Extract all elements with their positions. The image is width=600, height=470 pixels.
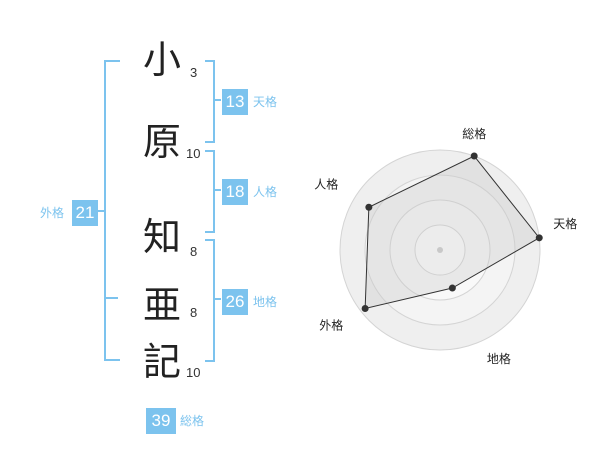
name-char-1: 小	[142, 38, 181, 82]
radar-axis-label-2: 天格	[553, 216, 577, 231]
gaikaku-value-badge: 21	[72, 200, 98, 226]
jinkaku-bracket-tick	[213, 189, 221, 191]
tenkaku-bracket-tick	[213, 99, 221, 101]
radar-point-3	[448, 284, 456, 292]
radar-polygon	[364, 155, 541, 310]
radar-axis-label-5: 人格	[314, 176, 338, 191]
radar-axis-label-1: 総格	[462, 126, 486, 141]
name-char-3: 知	[142, 215, 181, 259]
radar-center	[437, 247, 443, 253]
stroke-count-1: 3	[190, 65, 198, 80]
name-char-5: 記	[142, 340, 181, 384]
radar-point-5	[365, 203, 373, 211]
radar-axis-label-3: 地格	[487, 351, 511, 366]
stroke-count-2: 10	[186, 146, 201, 161]
chikaku-value-badge: 26	[222, 289, 248, 315]
chikaku-bracket-tick	[213, 298, 221, 300]
name-char-4: 亜	[142, 283, 181, 327]
soukaku-label: 総格	[180, 414, 205, 428]
radar-point-1	[470, 152, 478, 160]
tenkaku-bracket	[205, 60, 215, 143]
radar-point-4	[361, 304, 369, 312]
radar-axis-label-4: 外格	[319, 318, 343, 333]
chikaku-bracket	[205, 239, 215, 362]
soukaku-value-badge: 39	[146, 408, 176, 434]
jinkaku-label: 人格	[253, 185, 278, 199]
chikaku-label: 地格	[253, 295, 278, 309]
gaikaku-label: 外格	[40, 206, 65, 220]
gaikaku-bracket-tick	[98, 210, 106, 212]
gaikaku-bracket-divider	[104, 297, 118, 299]
jinkaku-bracket	[205, 150, 215, 233]
stroke-count-5: 10	[186, 365, 201, 380]
jinkaku-value-badge: 18	[222, 179, 248, 205]
tenkaku-value-badge: 13	[222, 89, 248, 115]
stroke-count-3: 8	[190, 244, 198, 259]
radar-point-2	[535, 234, 543, 242]
name-char-2: 原	[142, 120, 181, 164]
stroke-count-4: 8	[190, 305, 198, 320]
tenkaku-label: 天格	[253, 95, 278, 109]
